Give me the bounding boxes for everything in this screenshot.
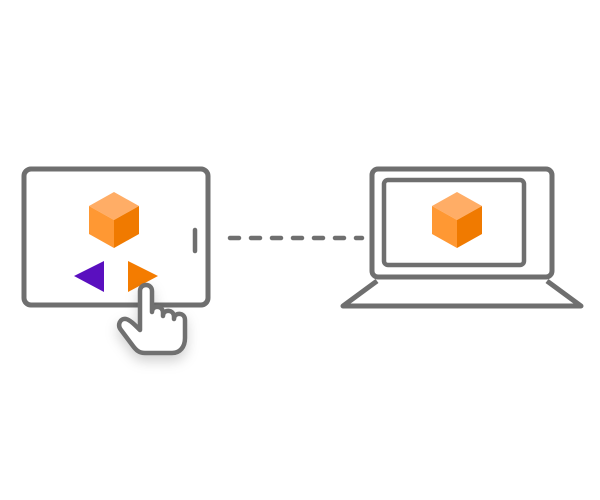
laptop-base: [340, 278, 584, 309]
cube-left-face: [432, 206, 457, 248]
hand-outline: [116, 282, 188, 356]
laptop-screen: [381, 177, 527, 268]
laptop-lid: [369, 166, 555, 280]
cube-right-face: [457, 206, 482, 248]
pointing-hand-icon: [116, 282, 188, 356]
cube-icon: [432, 192, 482, 248]
triangle-left-icon[interactable]: [74, 261, 104, 292]
tablet-body: [21, 166, 211, 308]
triangle-right-icon[interactable]: [128, 261, 158, 292]
cube-icon: [89, 192, 139, 248]
cube-left-face: [89, 206, 114, 248]
laptop-icon: [340, 166, 584, 309]
tablet-icon: [21, 166, 211, 308]
cube-right-face: [114, 206, 139, 248]
